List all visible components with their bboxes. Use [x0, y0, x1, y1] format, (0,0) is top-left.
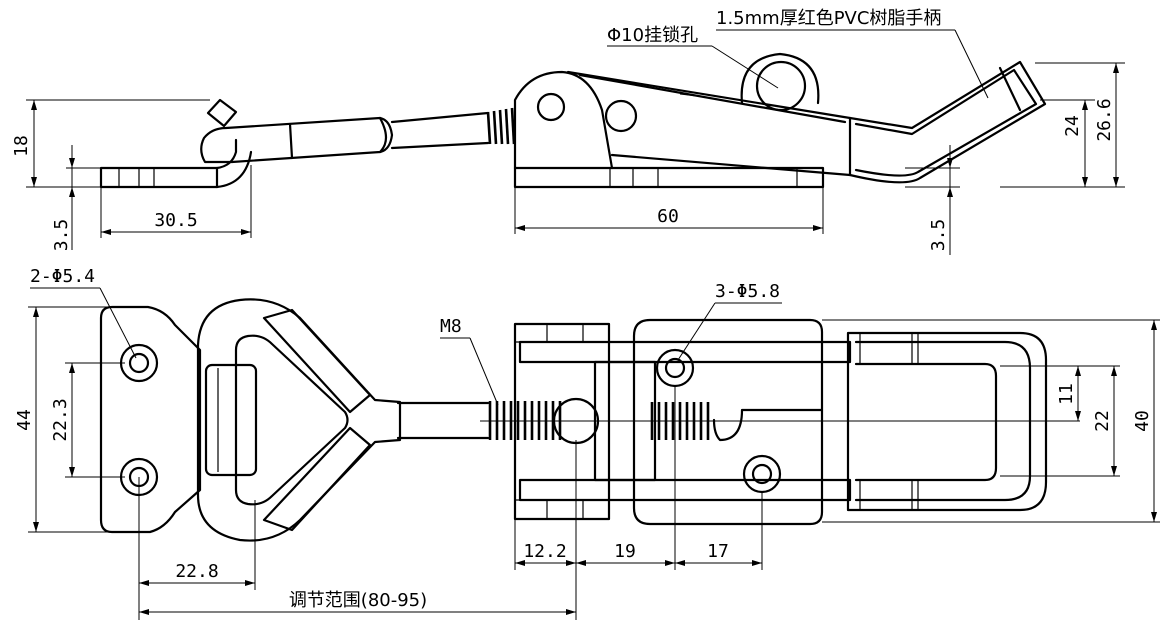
- side-dimensions: 18 3.5 30.5 60: [11, 62, 1125, 255]
- label-adjust-range: 调节范围(80-95): [289, 590, 427, 611]
- label-lock-hole: Φ10挂锁孔: [607, 25, 698, 46]
- side-view: 18 3.5 30.5 60: [11, 8, 1125, 255]
- dim-side-30.5: 30.5: [154, 210, 197, 231]
- dim-side-3.5-left: 3.5: [51, 219, 72, 252]
- top-labels: 2-Φ5.4 M8 3-Φ5.8: [30, 266, 782, 406]
- handle-side: [848, 60, 1047, 184]
- label-base-holes: 3-Φ5.8: [715, 281, 780, 302]
- dim-side-18: 18: [11, 135, 32, 157]
- top-view: 44 22.3 22.8 调节范围(80-95): [14, 266, 1160, 620]
- dim-top-44: 44: [14, 409, 35, 431]
- dim-top-17: 17: [707, 541, 729, 562]
- dim-top-40: 40: [1132, 410, 1153, 432]
- dim-top-22.8: 22.8: [175, 561, 218, 582]
- base-top: [513, 318, 852, 526]
- top-dimensions: 44 22.3 22.8 调节范围(80-95): [14, 306, 1160, 620]
- dim-top-12.2: 12.2: [523, 541, 566, 562]
- dim-top-11: 11: [1056, 383, 1077, 405]
- hook-rod-side: [200, 98, 516, 164]
- label-thread: M8: [440, 316, 462, 337]
- dim-side-26.6: 26.6: [1094, 98, 1115, 141]
- lock-lug-side: [740, 52, 820, 112]
- dim-side-60: 60: [657, 206, 679, 227]
- handle-top: [846, 331, 1048, 512]
- side-labels: Φ10挂锁孔 1.5mm厚红色PVC树脂手柄: [607, 8, 989, 99]
- dim-top-22.3: 22.3: [50, 398, 71, 441]
- dim-side-24: 24: [1062, 115, 1083, 137]
- thread-side: [486, 107, 516, 145]
- label-hook-holes: 2-Φ5.4: [30, 266, 95, 287]
- hook-loop-top: [196, 298, 402, 542]
- label-handle: 1.5mm厚红色PVC树脂手柄: [716, 8, 941, 29]
- hook-plate-top: [99, 305, 202, 534]
- base-body-side: [513, 52, 852, 189]
- hook-plate-side: [99, 138, 253, 189]
- dim-top-19: 19: [614, 541, 636, 562]
- dim-side-3.5-right: 3.5: [928, 219, 949, 252]
- dim-top-22: 22: [1092, 410, 1113, 432]
